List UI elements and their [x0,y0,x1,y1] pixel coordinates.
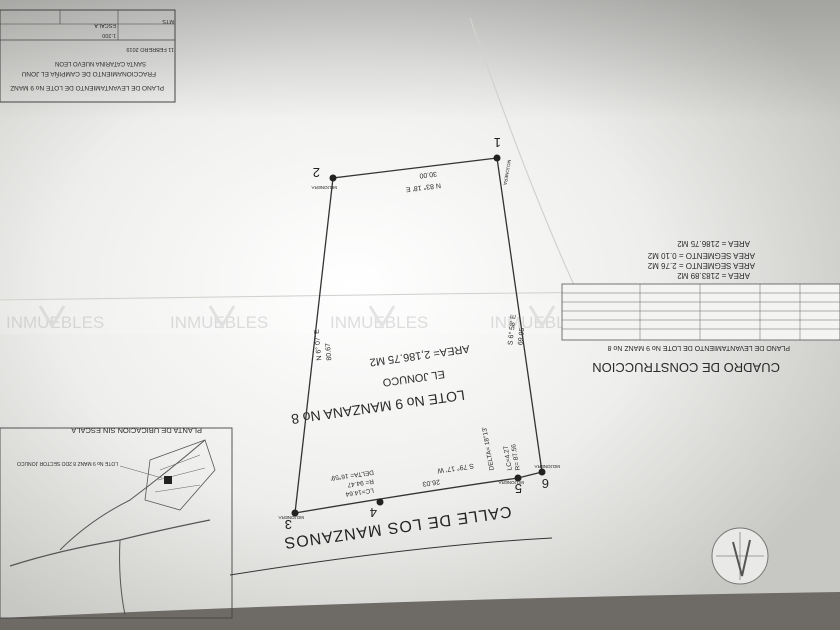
area-final: AREA = 2186.75 M2 [677,239,750,248]
bearing-east-side-dist: 69.95 [517,327,526,345]
vertex-6-tag: MOJONERA [534,464,560,469]
bearing-north-side-dist: 30.00 [419,170,437,179]
title-block-line3: SANTA CATARINA NUEVO LEON [55,60,146,66]
location-heading: PLANTA DE UBICACION SIN ESCALA [71,426,202,435]
vertex-1-marker [493,154,501,162]
title-block-line2: FRACCIONAMIENTO DE CAMPIÑA EL JONU [21,70,156,79]
north-arrow-icon [711,527,769,585]
area-total: AREA = 2183.89 M2 [677,271,750,280]
location-lot-marker [164,476,172,484]
bearing-west-side: N 6° 07' E [313,329,324,361]
watermark-text-3: INMUEBLES [330,313,428,332]
vertex-labels: 1 2 3 4 5 6 MOJONERA MOJONERA MOJONERA M… [278,135,560,532]
lot-polygon [291,154,546,517]
table-edge [0,592,840,630]
curve-b-lc: LC=4.27 [503,445,514,471]
vertex-1-label: 1 [494,135,501,150]
title-block-scale: 1:200 [102,32,116,38]
vertex-2-marker [329,174,337,182]
bearing-south-side-dist: 26.03 [422,478,440,487]
construction-table-title: CUADRO DE CONSTRUCCION [592,360,780,375]
vertex-6-label: 6 [542,476,549,491]
vertex-1-tag: MOJONERA [502,159,511,185]
title-block-units: MTS [162,18,174,24]
vertex-2-tag: MOJONERA [311,185,337,190]
vertex-6-marker [538,468,546,476]
curve-b-r: R= 87.56 [510,443,522,471]
title-block-date: 11 FEBRERO 2019 [126,46,174,52]
title-block-scale-label: ESCALA [94,22,116,28]
vertex-5-tag: MOJONERA [498,480,524,485]
vertex-4-marker [376,498,384,506]
title-block-line1: PLANO DE LEVANTAMIENTO DE LOTE No 9 MANZ [10,84,164,91]
curve-a-lc: LC=14.64 [345,486,374,497]
vertex-2-label: 2 [313,165,320,180]
vertex-4-label: 4 [370,505,377,520]
watermark-text-2: INMUEBLES [170,313,268,332]
area-segment-2: AREA SEGMENTO = 0.10 M2 [647,251,755,260]
vertex-3-tag: MOJONERA [278,515,304,520]
curve-a-r: R= 94.47 [347,477,375,488]
watermark-text-1: INMUEBLES [6,313,104,332]
vertex-5-marker [514,474,522,482]
construction-table-subtitle: PLANO DE LEVANTAMIENTO DE LOTE No 9 MANZ… [607,344,790,351]
vertex-5-label: 5 [515,481,522,496]
title-block: PLANO DE LEVANTAMIENTO DE LOTE No 9 MANZ… [0,9,176,103]
vertex-3-marker [291,509,299,517]
construction-table: CUADRO DE CONSTRUCCION PLANO DE LEVANTAM… [561,239,840,375]
area-segment-1: AREA SEGMENTO = 2.76 M2 [647,261,755,270]
bearing-east-side: S 6° 58' E [506,314,517,346]
bearing-west-side-dist: 80.67 [325,343,334,361]
location-sketch: PLANTA DE UBICACION SIN ESCALA LOTE No 9… [0,426,233,619]
vertex-3-label: 3 [285,517,292,532]
location-lot-note: LOTE No 9 MANZ 8 2DO SECTOR JONUCO [17,460,118,466]
